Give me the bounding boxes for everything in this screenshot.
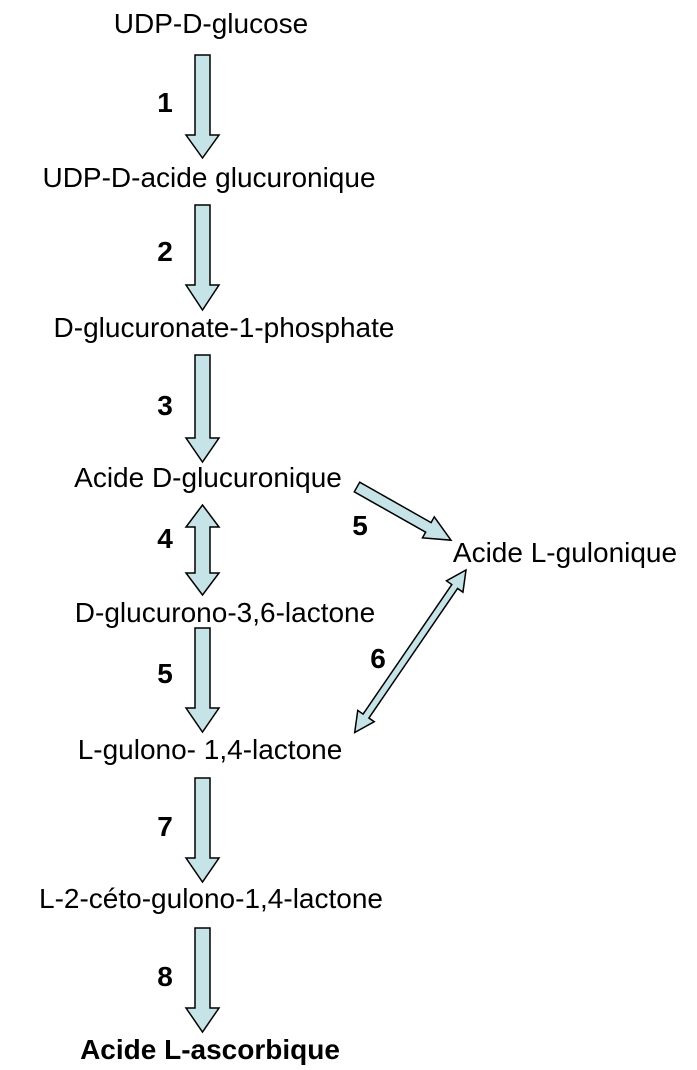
step-label-3: 3 [157, 390, 173, 421]
step-label-4: 4 [157, 523, 173, 554]
compound-udp-glucuronic-acid: UDP-D-acide glucuronique [42, 162, 376, 193]
step-label-2: 2 [157, 236, 173, 267]
compound-glucuronic-acid: Acide D-glucuronique [74, 462, 342, 493]
arrow-step-7 [184, 777, 221, 884]
arrow-step-6 [353, 568, 467, 734]
step-label-5-gulonic: 5 [352, 510, 368, 541]
step-label-1: 1 [157, 87, 173, 118]
compound-ascorbic-acid: Acide L-ascorbique [80, 1034, 340, 1065]
step-label-6: 6 [370, 643, 386, 674]
arrow-step-8 [184, 927, 221, 1034]
compound-gulono-lactone: L-gulono- 1,4-lactone [77, 734, 343, 765]
arrow-step-5-lactone [184, 627, 221, 734]
step-label-7: 7 [157, 811, 173, 842]
arrow-step-4 [184, 503, 221, 597]
compound-glucuronate-1-phosphate: D-glucuronate-1-phosphate [53, 312, 395, 343]
step-label-5-lactone: 5 [157, 658, 173, 689]
arrow-step-2 [184, 204, 221, 312]
compound-keto-gulono-lactone: L-2-céto-gulono-1,4-lactone [39, 883, 383, 914]
arrow-step-1 [184, 54, 221, 160]
step-label-8: 8 [157, 961, 173, 992]
compound-udp-glucose: UDP-D-glucose [113, 8, 309, 39]
arrow-step-5-gulonic [353, 481, 453, 542]
compound-glucurono-lactone: D-glucurono-3,6-lactone [74, 597, 376, 628]
compound-gulonic-acid: Acide L-gulonique [452, 537, 678, 568]
arrow-step-3 [184, 354, 221, 464]
